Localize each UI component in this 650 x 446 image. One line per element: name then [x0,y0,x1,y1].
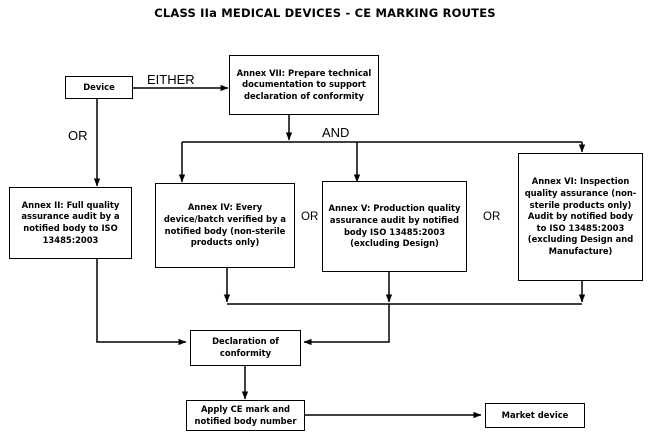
node-annex-vii[interactable]: Annex VII: Prepare technical documentati… [229,55,379,115]
edge-label-or-left: OR [66,128,90,143]
node-declaration-of-conformity[interactable]: Declaration of conformity [190,330,301,366]
node-annex-vi-label: Annex VI: Inspection quality assurance (… [524,176,637,256]
edge-label-and: AND [320,125,352,140]
node-annex-vi[interactable]: Annex VI: Inspection quality assurance (… [518,153,643,281]
edge-annex2-to-declaration [96,259,187,346]
edge-label-either: EITHER [145,72,197,87]
edge-bus-to-declaration [303,304,390,346]
node-device[interactable]: Device [65,76,133,99]
node-annex-iv-label: Annex IV: Every device/batch verified by… [163,202,287,248]
node-apply-ce-label: Apply CE mark and notified body number [194,403,297,426]
edge-label-or-between-iv-and-v: OR [299,211,321,223]
node-annex-vii-label: Annex VII: Prepare technical documentati… [236,67,372,101]
node-annex-iv[interactable]: Annex IV: Every device/batch verified by… [155,183,295,268]
node-annex-ii-label: Annex II: Full quality assurance audit b… [21,199,120,245]
node-device-label: Device [83,81,115,92]
node-market-device-label: Market device [501,409,569,420]
node-declaration-label: Declaration of conformity [212,336,279,358]
node-apply-ce-mark[interactable]: Apply CE mark and notified body number [186,400,305,431]
node-market-device[interactable]: Market device [485,403,585,428]
page-title: CLASS IIa MEDICAL DEVICES - CE MARKING R… [154,6,496,20]
node-annex-ii[interactable]: Annex II: Full quality assurance audit b… [9,187,132,259]
node-annex-v[interactable]: Annex V: Production quality assurance au… [322,181,467,272]
node-annex-v-label: Annex V: Production quality assurance au… [328,203,461,249]
edge-label-or-between-v-and-vi: OR [481,211,503,223]
